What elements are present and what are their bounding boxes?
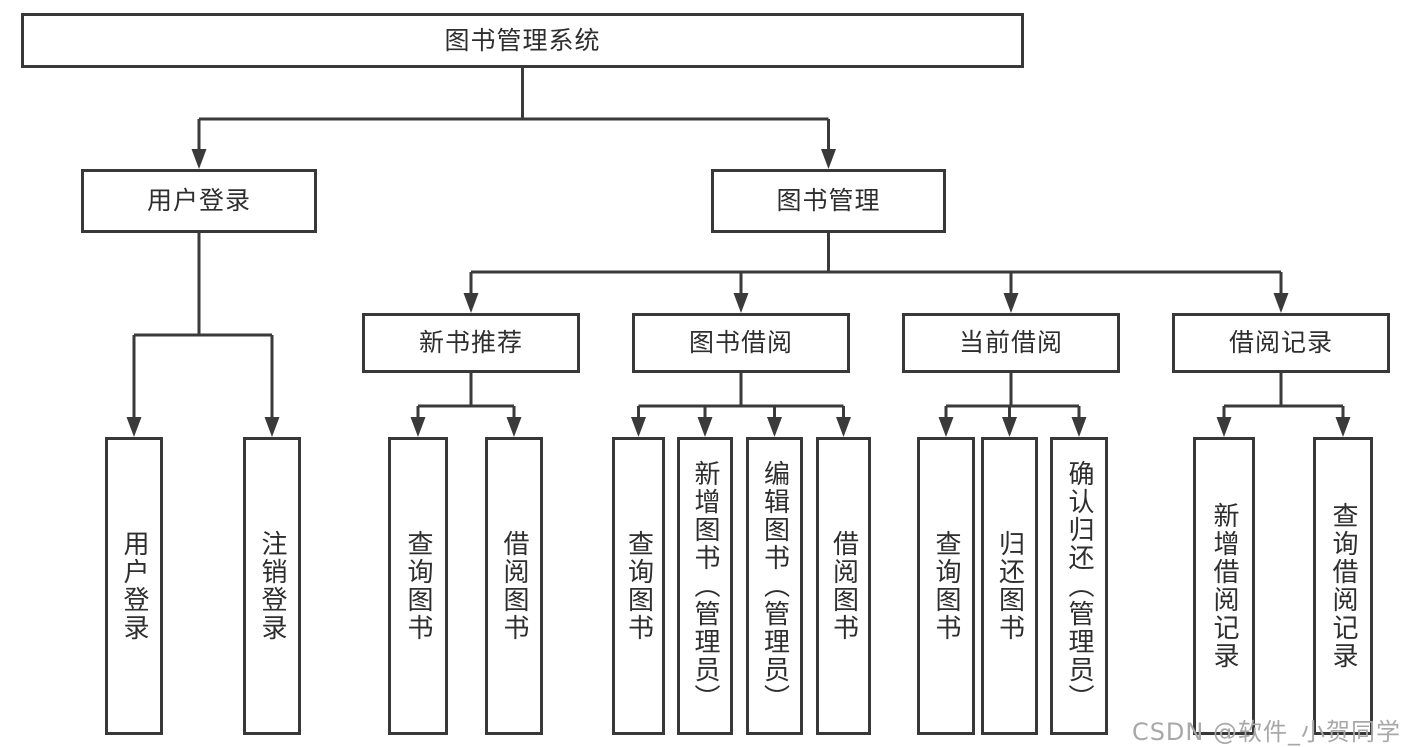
node-leaf-user-login: 用户登录 — [105, 437, 163, 735]
arrowhead-icon — [733, 293, 749, 313]
node-root: 图书管理系统 — [21, 13, 1024, 68]
node-leaf-cb-confirm-return: 确认归还（管理员） — [1050, 437, 1108, 735]
arrowhead-icon — [836, 417, 851, 437]
arrowhead-icon — [1335, 417, 1351, 437]
node-user-login: 用户登录 — [81, 169, 317, 233]
node-borrowing-records: 借阅记录 — [1172, 313, 1390, 373]
arrowhead-icon — [1273, 293, 1289, 313]
node-leaf-br-query-record: 查询借阅记录 — [1313, 437, 1373, 735]
arrowhead-icon — [126, 417, 142, 437]
arrowhead-icon — [938, 417, 954, 437]
node-leaf-bb-edit-books-admin: 编辑图书（管理员） — [746, 437, 803, 735]
arrowhead-icon — [821, 149, 836, 169]
arrowhead-icon — [410, 417, 426, 437]
node-new-book-recommend: 新书推荐 — [362, 313, 580, 373]
arrowhead-icon — [1071, 417, 1087, 437]
arrowhead-icon — [631, 417, 646, 437]
node-leaf-rec-query-books: 查询图书 — [388, 437, 448, 735]
arrowhead-icon — [191, 149, 207, 169]
node-leaf-bb-borrow-books: 借阅图书 — [816, 437, 871, 735]
arrowhead-icon — [1216, 417, 1232, 437]
arrowhead-icon — [767, 417, 782, 437]
node-leaf-cb-return-books: 归还图书 — [981, 437, 1038, 735]
arrowhead-icon — [506, 417, 522, 437]
arrowhead-icon — [697, 417, 713, 437]
node-leaf-br-add-record: 新增借阅记录 — [1193, 437, 1255, 735]
arrowhead-icon — [264, 417, 280, 437]
arrowhead-icon — [1003, 293, 1019, 313]
node-book-borrowing: 图书借阅 — [632, 313, 850, 373]
node-current-borrowing: 当前借阅 — [902, 313, 1120, 373]
node-leaf-bb-query-books: 查询图书 — [612, 437, 665, 735]
node-leaf-rec-borrow-books: 借阅图书 — [485, 437, 543, 735]
node-leaf-logout: 注销登录 — [243, 437, 301, 735]
node-leaf-bb-add-books-admin: 新增图书（管理员） — [677, 437, 733, 735]
node-leaf-cb-query-books: 查询图书 — [917, 437, 975, 735]
arrowhead-icon — [463, 293, 479, 313]
node-book-management: 图书管理 — [711, 169, 946, 233]
arrowhead-icon — [1002, 417, 1017, 437]
watermark-text: CSDN @软件_小贺同学 — [1131, 718, 1401, 746]
